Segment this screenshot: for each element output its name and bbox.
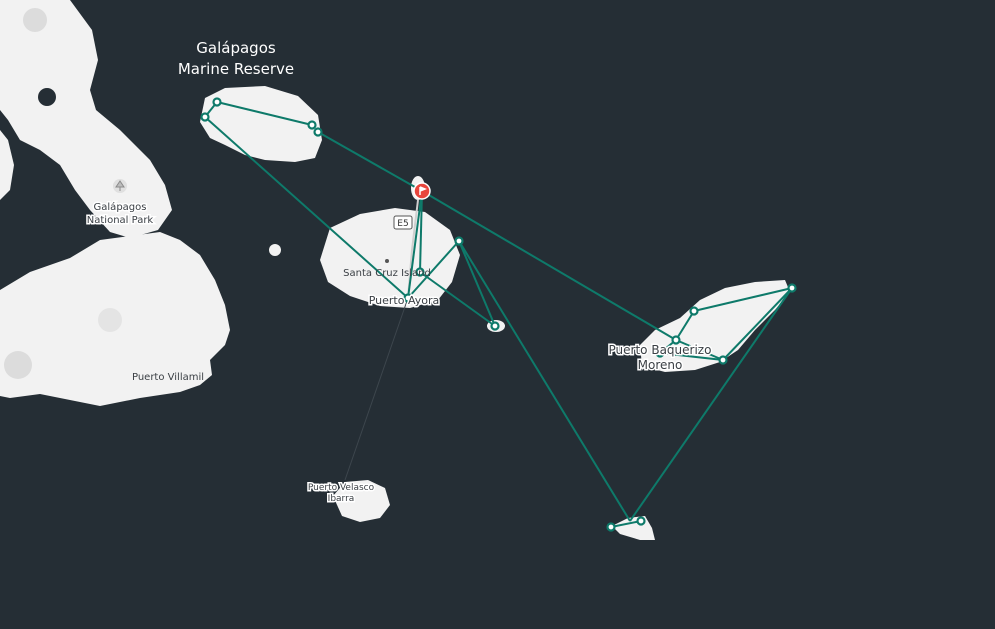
santa-cruz-island [320, 208, 460, 308]
crater-lake [38, 88, 56, 106]
stop-santa-cruz-east[interactable] [454, 236, 464, 246]
puerto-velasco-label-line1: Puerto Velasco [308, 483, 375, 493]
route-lines [204, 101, 793, 528]
puerto-ayora-label: Puerto Ayora [369, 294, 440, 307]
san-cristobal-island [640, 280, 790, 372]
reserve-label-line2: Marine Reserve [178, 60, 294, 78]
park-label-line1: Galápagos [94, 201, 147, 213]
stop-santiago-west[interactable] [200, 112, 210, 122]
road-shield-e5: E5 [393, 215, 413, 230]
stop-santiago-east-1[interactable] [307, 120, 317, 130]
route-stops[interactable] [200, 97, 797, 532]
stop-santa-fe[interactable] [490, 321, 500, 331]
santa-cruz-dot [385, 259, 389, 263]
stop-santiago-north[interactable] [212, 97, 222, 107]
flag-marker-icon[interactable] [413, 182, 431, 200]
puerto-baquerizo-label-line1: Puerto Baquerizo [609, 343, 712, 357]
stop-espanola-west[interactable] [606, 522, 616, 532]
fernandina-island-edge [0, 130, 14, 200]
islet-small [269, 244, 281, 256]
volcano-crater [23, 8, 47, 32]
stop-san-cristobal-west[interactable] [671, 335, 681, 345]
volcano-crater-south [4, 351, 32, 379]
stop-santiago-east-2[interactable] [313, 127, 323, 137]
puerto-velasco-label-line2: Ibarra [328, 494, 355, 504]
park-label-line2: National Park [87, 215, 154, 226]
ferry-line [344, 297, 409, 481]
santa-cruz-label: Santa Cruz Island [343, 268, 431, 279]
stop-espanola-east[interactable] [636, 516, 646, 526]
stop-puerto-ayora[interactable] [403, 293, 413, 303]
stop-santa-cruz-highlands[interactable] [415, 267, 425, 277]
reserve-label-line1: Galápagos [196, 39, 276, 57]
road-shield-label: E5 [397, 219, 408, 229]
floreana-island [333, 480, 390, 522]
stop-san-cristobal-east[interactable] [787, 283, 797, 293]
puerto-villamil-label: Puerto Villamil [132, 372, 204, 383]
isabela-island-north [0, 0, 172, 238]
stop-puerto-baquerizo[interactable] [655, 348, 665, 358]
park-icon [113, 179, 127, 193]
volcano-crater-sierra [98, 308, 122, 332]
stop-san-cristobal-south[interactable] [718, 355, 728, 365]
puerto-baquerizo-label-line2: Moreno [638, 358, 683, 372]
stop-san-cristobal-north[interactable] [689, 306, 699, 316]
